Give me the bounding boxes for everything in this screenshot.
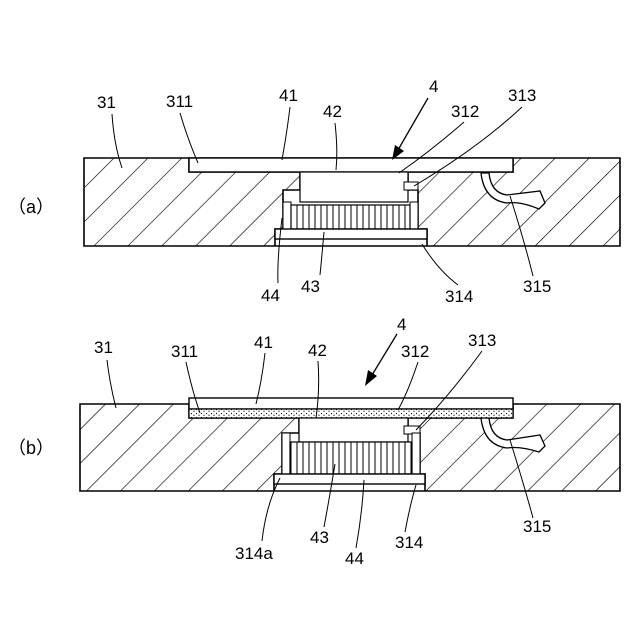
stem-42-a xyxy=(300,172,408,202)
label-31-a: 31 xyxy=(97,93,116,112)
label-4-b: 4 xyxy=(397,315,406,334)
stem-42-b xyxy=(299,418,408,442)
label-315-b: 315 xyxy=(523,517,551,536)
panel-b-label: （b） xyxy=(8,438,54,458)
panel-a-label: （a） xyxy=(8,197,54,217)
label-43-b: 43 xyxy=(310,528,329,547)
label-44-b: 44 xyxy=(345,549,364,568)
plate-41-a xyxy=(189,158,513,172)
heat-sink-43-a xyxy=(291,205,410,229)
label-311-b: 311 xyxy=(171,342,198,361)
base-plate-314-a xyxy=(275,229,427,239)
wall-left-b xyxy=(282,433,290,474)
label-312-b: 312 xyxy=(401,342,429,361)
label-41-a: 41 xyxy=(279,86,298,105)
label-313-a: 313 xyxy=(508,86,536,105)
wall-44-right-a xyxy=(410,202,418,229)
label-314a-b: 314a xyxy=(235,544,273,563)
label-42-a: 42 xyxy=(323,102,342,121)
wall-44-a xyxy=(283,202,291,229)
label-44-a: 44 xyxy=(261,286,280,305)
label-312-a: 312 xyxy=(451,102,479,121)
label-314-a: 314 xyxy=(445,287,473,306)
label-315-a: 315 xyxy=(523,277,551,296)
panel-a: （a） 31 311 41 42 4 312 313 44 43 314 315 xyxy=(8,77,620,306)
plate-41-b xyxy=(189,398,513,409)
step-313-a xyxy=(404,182,418,190)
panel-b: （b） 31 311 41 42 4 312 313 314a 43 44 31… xyxy=(8,315,620,568)
base-plate-314-b xyxy=(274,474,425,484)
label-43-a: 43 xyxy=(301,277,320,296)
label-314-b: 314 xyxy=(395,533,423,552)
label-313-b: 313 xyxy=(468,331,496,350)
wall-right-b xyxy=(412,433,420,474)
heat-sink-43-b xyxy=(290,442,412,474)
label-311-a: 311 xyxy=(166,92,193,111)
label-31-b: 31 xyxy=(94,338,113,357)
label-4-a: 4 xyxy=(429,77,438,96)
label-41-b: 41 xyxy=(254,333,273,352)
label-42-b: 42 xyxy=(308,341,327,360)
adhesive-311-b xyxy=(189,409,513,418)
